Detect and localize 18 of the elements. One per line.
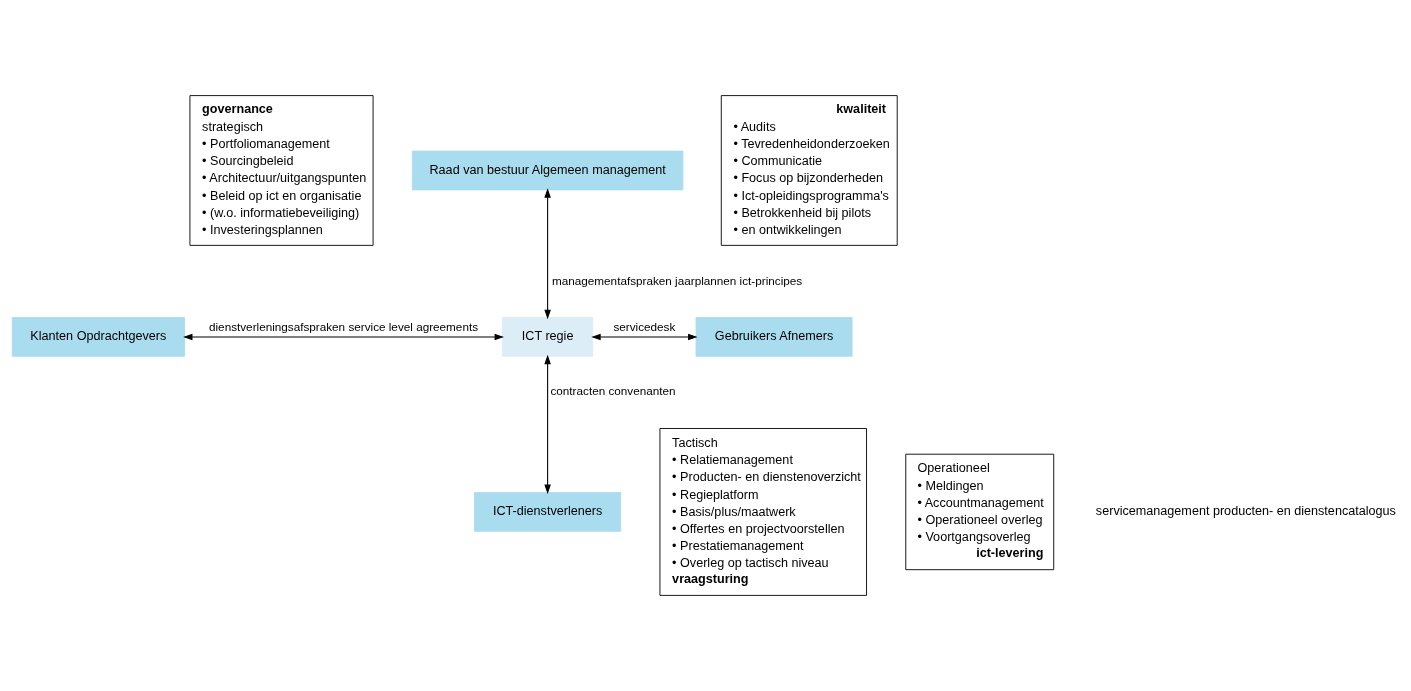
arrow — [183, 333, 504, 341]
arrow — [591, 333, 698, 341]
label: servicemanagement producten- en dienstencatalogus — [1095, 504, 1396, 519]
node-box: Klanten Opdrachtgevers — [11, 317, 185, 357]
node-box: Tactisch • Relatiemanagement • Producten- en dienstenoverzicht • Regieplatform • Basis/plus/maatwerk • Offertes en projectvoorstellen • Prestatiemanagement • Overleg op tactisch niveau vraagsturing — [659, 428, 867, 596]
edge-label: servicedesk — [613, 319, 676, 333]
edge-label: dienstverleningsafspraken service level agreements — [209, 319, 479, 333]
node-box: kwaliteit • Audits • Tevredenheidonderzoeken • Communicatie • Focus op bijzonderheden • Ict-opleidingsprogramma's • Betrokkenheid bij pilots • en ontwikkelingen — [720, 95, 898, 246]
node-box: Operationeel • Meldingen • Accountmanagement • Operationeel overleg • Voortgangsoverleg ict-levering — [905, 453, 1055, 571]
edge-label: managementafspraken jaarplannen ict-principes — [552, 273, 803, 287]
arrow — [544, 354, 551, 494]
node-box: ICT-dienstverleners — [474, 492, 622, 532]
edge-label: contracten convenanten — [550, 384, 676, 398]
node-box: governance strategisch • Portfoliomanagement • Sourcingbeleid • Architectuur/uitgangspunten • Beleid op ict en organisatie • (w.o. informatiebeveiliging) • Investeringsplannen — [189, 95, 374, 246]
node-box: Gebruikers Afnemers — [695, 317, 853, 357]
arrow — [544, 188, 551, 320]
node-box: ICT regie — [502, 317, 594, 357]
node-box: Raad van bestuur Algemeen management — [411, 150, 684, 191]
